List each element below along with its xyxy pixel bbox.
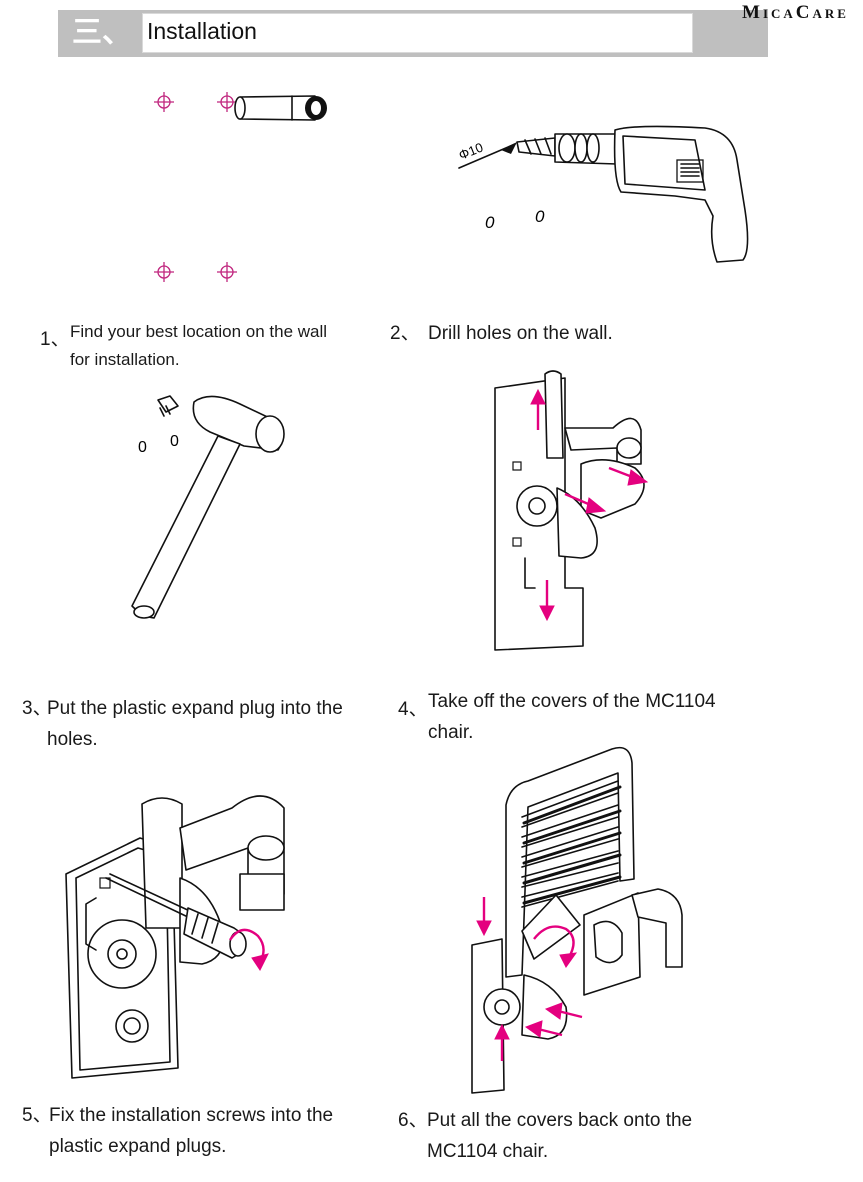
hole-mark: 0 bbox=[535, 207, 545, 226]
arrow-up-icon bbox=[530, 388, 546, 430]
section-number: 三、 bbox=[72, 15, 132, 50]
figure-step-4 bbox=[494, 370, 649, 651]
drill-illustration bbox=[458, 125, 749, 263]
marker-pen-illustration bbox=[234, 95, 327, 121]
hole-mark: 0 bbox=[485, 213, 495, 232]
hammer-illustration bbox=[131, 395, 285, 619]
figure-step-1 bbox=[154, 92, 327, 282]
figure-step-3: 0 0 bbox=[131, 395, 285, 619]
arrow-down-icon bbox=[539, 580, 555, 622]
bracket-illustration bbox=[494, 370, 645, 651]
crosshair-marker-icon bbox=[154, 92, 174, 112]
rotate-arrow-icon bbox=[229, 928, 269, 971]
arrow-right-icon bbox=[608, 466, 649, 486]
hole-mark: 0 bbox=[170, 433, 179, 450]
arrow-up-icon bbox=[494, 1023, 510, 1061]
arrow-down-icon bbox=[476, 897, 492, 937]
crosshair-marker-icon bbox=[154, 262, 174, 282]
figure-step-2: Φ10 0 0 bbox=[457, 125, 749, 263]
crosshair-marker-icon bbox=[217, 92, 237, 112]
bracket-illustration bbox=[65, 795, 285, 1079]
arrow-left-icon bbox=[544, 1002, 583, 1020]
figure-step-6 bbox=[471, 746, 683, 1094]
header-title-box bbox=[142, 13, 693, 53]
arrow-left-icon bbox=[524, 1020, 563, 1038]
hole-mark: 0 bbox=[138, 439, 147, 456]
brand-logo: MICACARE bbox=[742, 2, 849, 23]
rotate-arrow-icon bbox=[533, 925, 578, 968]
figure-step-5 bbox=[65, 795, 285, 1079]
chair-illustration bbox=[471, 746, 683, 1094]
screwdriver-illustration bbox=[105, 873, 247, 959]
arrow-right-icon bbox=[564, 492, 607, 514]
page-title: Installation bbox=[147, 18, 257, 44]
crosshair-marker-icon bbox=[217, 262, 237, 282]
